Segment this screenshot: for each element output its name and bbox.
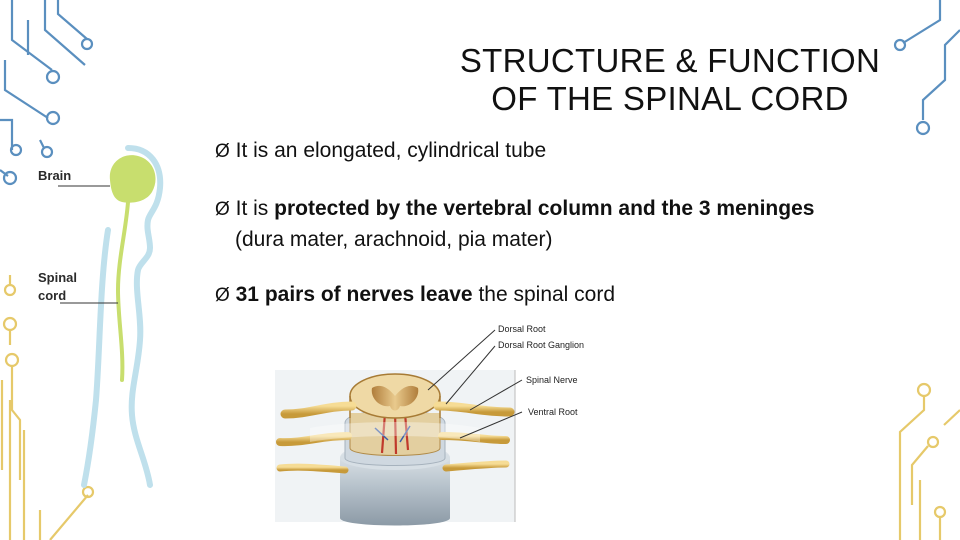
- bullet-arrow-icon: Ø: [215, 199, 230, 220]
- bullet-arrow-icon: Ø: [215, 141, 230, 162]
- title-line-1: STRUCTURE & FUNCTION: [459, 42, 881, 79]
- label-ventral-root: Ventral Root: [528, 407, 578, 417]
- bullet-2: Ø It is protected by the vertebral colum…: [215, 194, 814, 255]
- bullet-3-text: the spinal cord: [472, 283, 616, 306]
- bullet-arrow-icon: Ø: [215, 285, 230, 306]
- spinal-cord-illustration: Dorsal Root Dorsal Root Ganglion Spinal …: [275, 324, 584, 526]
- label-dorsal-root-ganglion: Dorsal Root Ganglion: [498, 340, 584, 350]
- body-diagram: Brain Spinal cord: [38, 145, 164, 488]
- bullet-2-text-a: It is: [235, 197, 275, 220]
- bullet-2-text-bold: protected by the vertebral column and th…: [274, 197, 815, 220]
- label-dorsal-root: Dorsal Root: [498, 324, 546, 334]
- slide-title: STRUCTURE & FUNCTION OF THE SPINAL CORD: [440, 42, 900, 118]
- bullet-1-text: It is an elongated, cylindrical tube: [235, 139, 547, 162]
- label-spinal-2: cord: [38, 288, 66, 303]
- bullet-2-line-2: (dura mater, arachnoid, pia mater): [235, 228, 553, 251]
- bullet-3: Ø 31 pairs of nerves leave the spinal co…: [215, 280, 615, 311]
- label-brain: Brain: [38, 168, 71, 183]
- label-spinal-nerve: Spinal Nerve: [526, 375, 578, 385]
- bullet-1: Ø It is an elongated, cylindrical tube: [215, 136, 546, 167]
- bullet-3-text-bold: 31 pairs of nerves leave: [235, 283, 473, 306]
- title-line-2: OF THE SPINAL CORD: [491, 80, 849, 117]
- label-spinal-1: Spinal: [38, 270, 77, 285]
